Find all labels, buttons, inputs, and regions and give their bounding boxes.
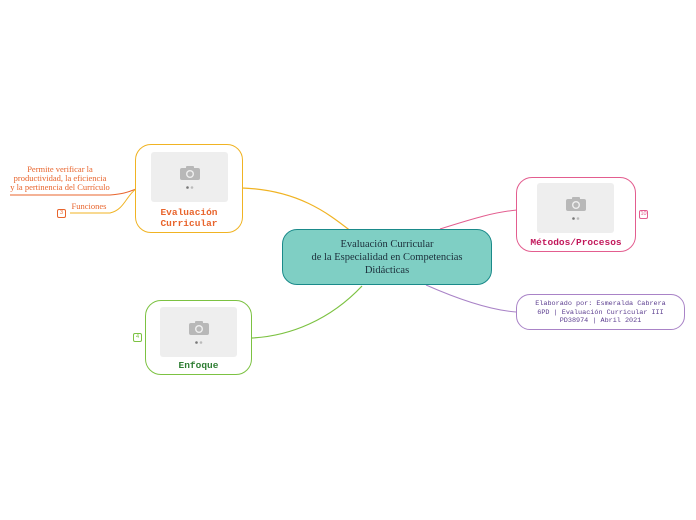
topic-metodos-count-badge[interactable]: 10 (639, 210, 648, 219)
camera-icon (179, 166, 200, 180)
subtopic-permite-line3: y la pertinencia del Currículo (10, 182, 110, 192)
image-placeholder (151, 152, 228, 202)
topic-enfoque-count-badge[interactable]: 4 (133, 333, 142, 342)
connector-funciones (70, 188, 137, 214)
subtopic-permite-verificar[interactable]: Permite verificar la productividad, la e… (10, 165, 110, 192)
camera-icon (188, 321, 209, 335)
subtopic-permite-line2: productividad, la eficiencia (13, 173, 107, 183)
central-topic-line2: de la Especialidad en Competencias (311, 252, 463, 263)
credits-line2: 6PD | Evaluación Curricular III (537, 308, 664, 317)
credits-line1: Elaborado por: Esmeralda Cabrera (535, 300, 666, 308)
topic-enfoque[interactable]: Enfoque (145, 300, 252, 375)
subtopic-funciones-count-badge[interactable]: 3 (57, 209, 66, 218)
pager-dots-icon (185, 186, 193, 189)
connector-evaluacion (241, 187, 353, 233)
connector-credits (425, 284, 517, 313)
topic-metodos-procesos[interactable]: Métodos/Procesos (516, 177, 636, 252)
image-placeholder (537, 183, 614, 233)
topic-evaluacion-line2: Curricular (160, 218, 218, 229)
pager-dots-icon (571, 217, 579, 220)
topic-enfoque-label: Enfoque (178, 360, 219, 371)
camera-icon (565, 197, 586, 211)
pager-dots-icon (194, 341, 202, 344)
central-topic[interactable]: Evaluación Curricular de la Especialidad… (282, 229, 492, 285)
connector-enfoque (251, 285, 363, 339)
topic-evaluacion-curricular[interactable]: Evaluación Curricular (135, 144, 243, 233)
topic-evaluacion-line1: Evaluación (160, 207, 218, 218)
credits-line3: PD38974 | Abril 2021 (559, 317, 642, 325)
topic-metodos-label: Métodos/Procesos (530, 237, 622, 248)
central-topic-line3: Didácticas (364, 265, 410, 276)
subtopic-permite-line1: Permite verificar la (27, 164, 93, 174)
subtopic-funciones[interactable]: Funciones (71, 201, 107, 211)
image-placeholder (160, 307, 237, 357)
connector-metodos (439, 209, 518, 230)
topic-credits[interactable]: Elaborado por: Esmeralda Cabrera 6PD | E… (516, 294, 685, 330)
central-topic-line1: Evaluación Curricular (340, 239, 434, 250)
connector-permite (10, 188, 137, 196)
